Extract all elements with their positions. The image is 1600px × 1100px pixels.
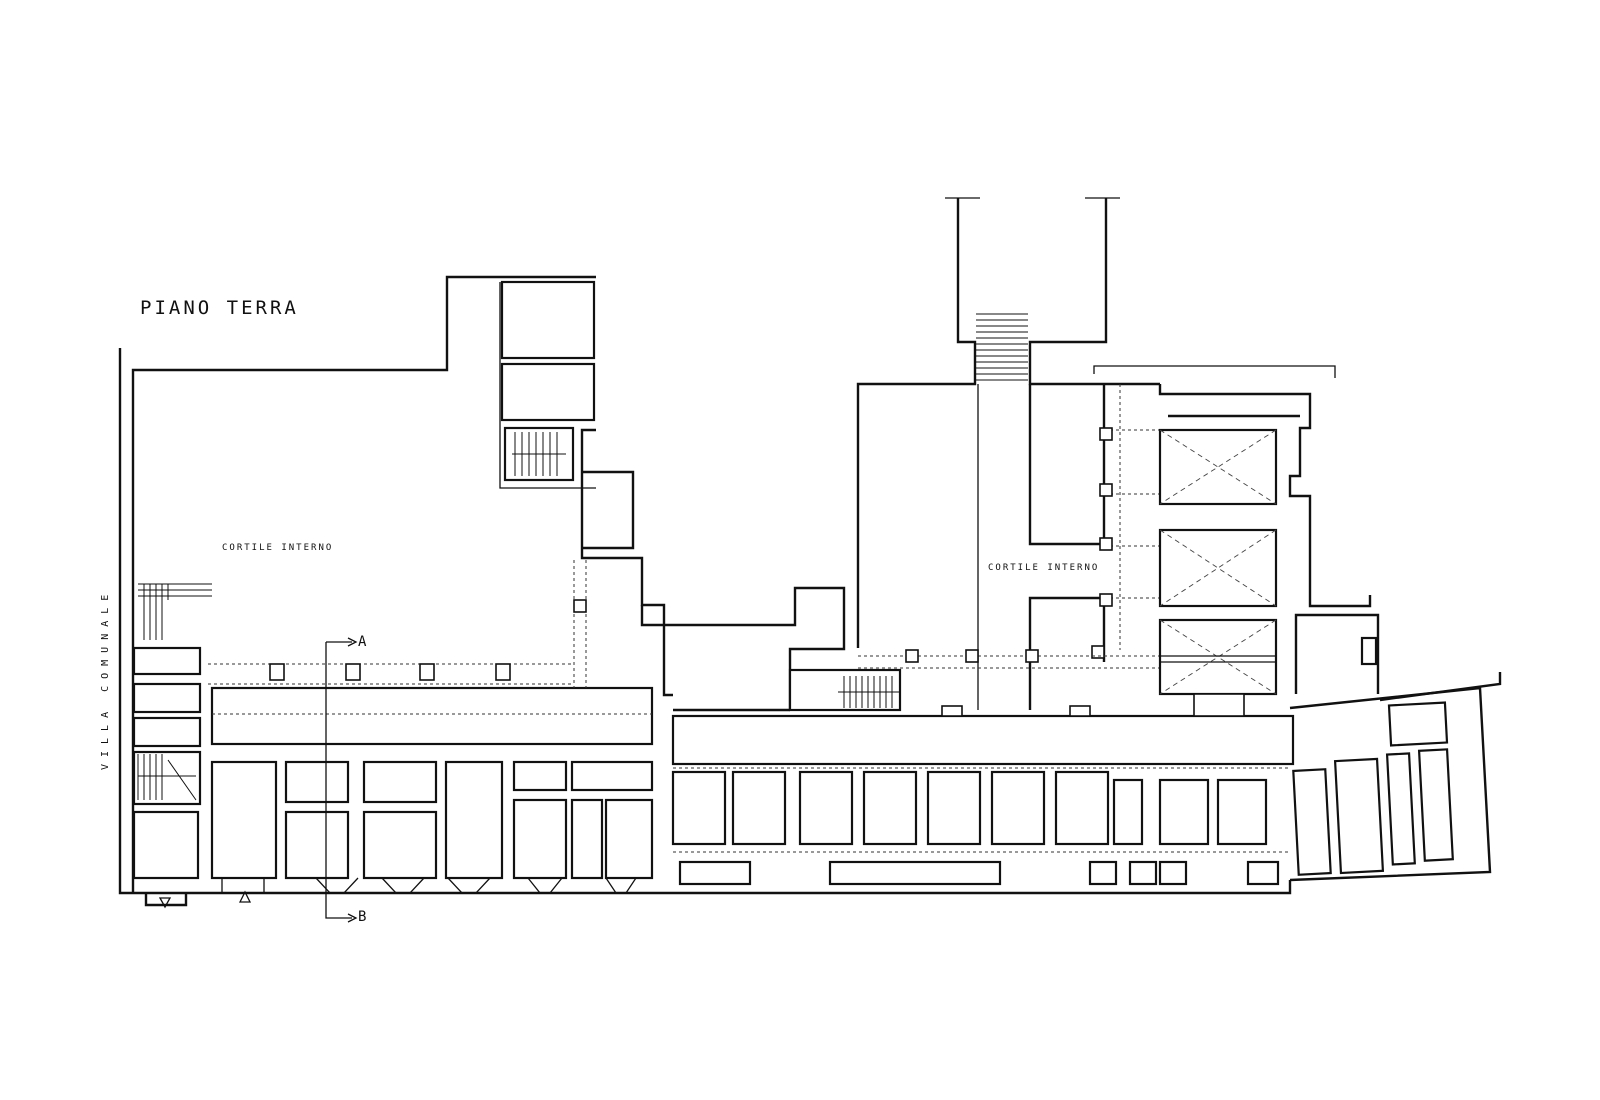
north-staircase-icon: [512, 432, 566, 476]
far-east-wing: [1289, 672, 1502, 882]
section-b-label: B: [358, 909, 366, 925]
west-corridor: [208, 560, 654, 746]
west-entrance-icons: [144, 877, 637, 909]
west-wing-outline: [118, 275, 673, 895]
courtyard-west-label: CORTILE INTERNO: [222, 543, 333, 553]
east-staircase-icon: [788, 668, 902, 712]
vaulted-rooms: [1158, 428, 1278, 696]
west-staircase-icon: [137, 583, 212, 801]
west-front-rooms: [132, 646, 654, 880]
north-entrance-staircase-icon: [945, 197, 1120, 381]
street-label: VILLA COMUNALE: [100, 588, 111, 770]
plan-title: PIANO TERRA: [140, 297, 299, 319]
east-side-rooms: [1168, 414, 1380, 694]
east-corridor: [671, 693, 1295, 769]
east-front-rooms: [671, 770, 1290, 886]
section-line-a-b: [325, 637, 358, 923]
east-courtyard-arcade: [858, 384, 1160, 710]
section-a-label: A: [358, 634, 367, 650]
central-connector: [640, 586, 846, 712]
north-service-rooms: [500, 280, 596, 482]
courtyard-east-label: CORTILE INTERNO: [988, 563, 1099, 573]
east-wing-outline: [673, 198, 1372, 895]
